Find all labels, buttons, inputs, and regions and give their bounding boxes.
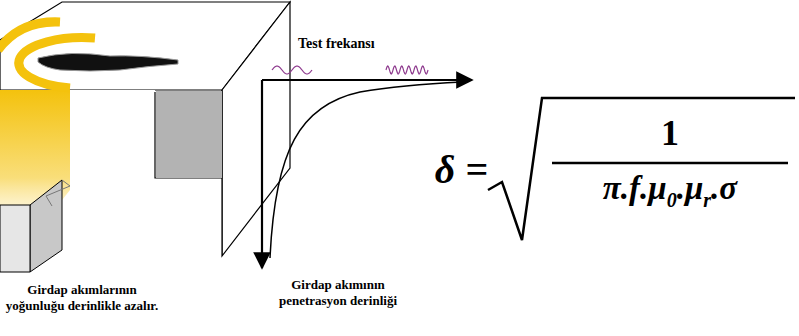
cut-face xyxy=(156,91,222,178)
radical-sign xyxy=(488,98,795,240)
axis-label: Girdap akımının penetrasyon derinliği xyxy=(268,277,408,308)
probe-coil-back xyxy=(0,22,60,50)
note: Girdap akımlarının yoğunluğu derinlikle … xyxy=(2,282,162,313)
formula-term: .σ xyxy=(711,170,737,206)
formula-numerator: 1 xyxy=(552,112,788,155)
formula-denominator: π.f.μ0.μr.σ xyxy=(552,170,788,212)
subscript: 0 xyxy=(667,189,677,211)
formula-term: π.f.μ xyxy=(603,170,667,206)
depth-axis xyxy=(261,80,263,268)
frequency-waves xyxy=(272,66,428,74)
frequency-axis xyxy=(262,79,472,81)
axis-label: Test frekansı xyxy=(298,36,418,53)
depth-curve xyxy=(270,82,462,258)
formula-term: .μ xyxy=(677,170,704,206)
formula-symbol: δ = xyxy=(428,146,488,194)
fraction-bar xyxy=(552,162,788,165)
cut-step xyxy=(0,180,70,272)
crack xyxy=(38,53,178,71)
subscript: r xyxy=(703,189,711,211)
